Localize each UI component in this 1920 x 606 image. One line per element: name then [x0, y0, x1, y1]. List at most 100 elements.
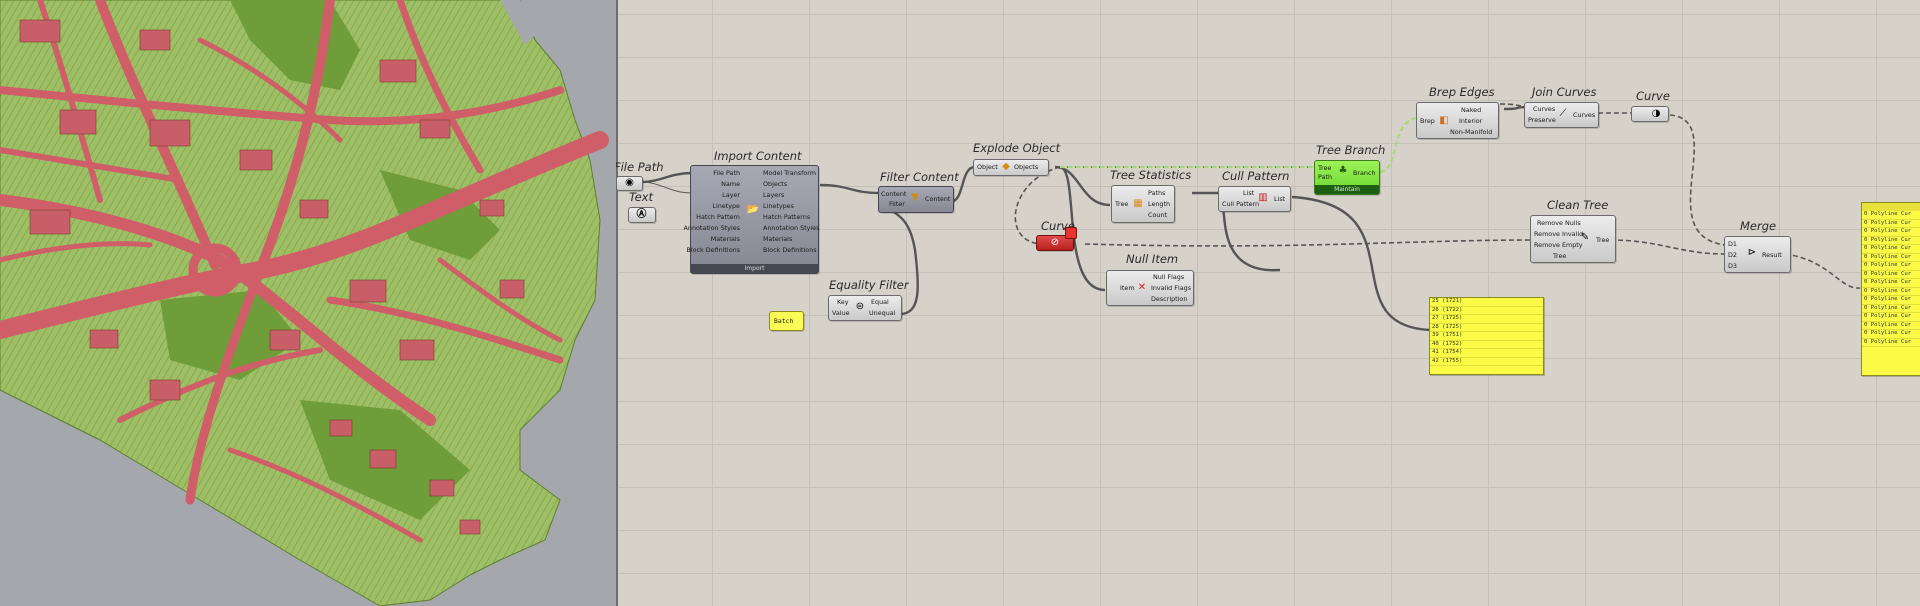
output-label: Non-Manifold: [1450, 128, 1493, 136]
input-label: D3: [1728, 262, 1737, 270]
input-label: D2: [1728, 251, 1737, 259]
output-label: Layers: [763, 191, 785, 199]
output-label: Description: [1151, 295, 1188, 303]
panel-line: 0 Polyline Cur: [1862, 296, 1920, 305]
explode-object-title: Explode Object: [973, 141, 1061, 155]
join-curves-component[interactable]: Curves Preserve ⟋ Curves: [1524, 102, 1599, 128]
panel-line: 42 (1755): [1430, 358, 1543, 366]
panel-line: 0 Polyline Cur: [1862, 271, 1920, 279]
merge-component[interactable]: D1 D2 D3 ⊳ Result: [1724, 236, 1791, 273]
number-panel[interactable]: 25 (1721)26 (1722)27 (1725)28 (1725)39 (…: [1429, 297, 1544, 375]
clean-tree-component[interactable]: Remove Nulls Remove Invalid Remove Empty…: [1530, 215, 1616, 263]
curve-param-title: Curve: [1636, 89, 1670, 103]
wire: [1669, 114, 1726, 246]
batch-panel[interactable]: Batch: [769, 311, 804, 331]
panel-header: [1862, 203, 1920, 211]
input-label: Name: [721, 180, 740, 188]
input-label: Curves: [1533, 105, 1556, 113]
import-content-component[interactable]: File Path Name Layer Linetype Hatch Patt…: [684, 165, 819, 274]
output-label: Tree: [1596, 236, 1610, 244]
panel-line: 0 Polyline Cur: [1862, 339, 1920, 347]
number-panel-lines: 25 (1721)26 (1722)27 (1725)28 (1725)39 (…: [1430, 298, 1543, 366]
output-label: List: [1274, 195, 1286, 203]
panel-line: 0 Polyline Cur: [1862, 279, 1920, 288]
wire-selected: [1379, 116, 1419, 174]
input-label: Remove Invalid: [1534, 230, 1584, 238]
clean-icon: ✎: [1580, 232, 1590, 243]
output-label: Invalid Flags: [1151, 284, 1192, 292]
equals-icon: ⊜: [855, 301, 865, 312]
output-label: Equal: [871, 298, 889, 306]
tree-branch-footer: Maintain: [1315, 185, 1379, 194]
merge-title: Merge: [1740, 219, 1777, 233]
tree-stats-icon: ▦: [1133, 198, 1143, 209]
file-path-param[interactable]: ◉: [616, 176, 643, 191]
wire: [819, 183, 881, 195]
input-label: Hatch Pattern: [696, 213, 740, 221]
explode-object-component[interactable]: Object ◆ Objects: [973, 159, 1049, 176]
output-label: Result: [1762, 251, 1782, 259]
brep-edges-title: Brep Edges: [1429, 85, 1495, 99]
wire: [1609, 239, 1726, 255]
input-label: Preserve: [1528, 116, 1556, 124]
rhino-viewport[interactable]: [0, 0, 616, 606]
curve-param[interactable]: ◑: [1631, 106, 1669, 122]
cull-pattern-component[interactable]: List Cull Pattern ▥ List: [1218, 186, 1291, 212]
import-icon: 📂: [746, 204, 760, 215]
panel-line: 0 Polyline Cur: [1862, 254, 1920, 262]
output-label: Interior: [1459, 117, 1483, 125]
funnel-icon: ▼: [911, 192, 919, 203]
tree-statistics-title: Tree Statistics: [1110, 168, 1192, 182]
output-label: Hatch Patterns: [763, 213, 811, 221]
branch-icon: ♣: [1338, 165, 1348, 176]
null-item-component[interactable]: Item ✕ Null Flags Invalid Flags Descript…: [1106, 270, 1194, 306]
wire-layer: [641, 103, 1861, 332]
wire: [1084, 239, 1536, 247]
brep-edges-component[interactable]: Brep ◧ Naked Interior Non-Manifold: [1416, 102, 1499, 139]
panel-line: 41 (1754): [1430, 349, 1543, 358]
input-label: File Path: [713, 169, 740, 177]
input-label: Object: [977, 163, 998, 171]
wire: [641, 181, 693, 194]
input-label: Annotation Styles: [683, 224, 740, 232]
curve-param-error[interactable]: ⊘: [1036, 235, 1074, 251]
input-label: Tree: [1553, 252, 1567, 260]
error-flag-icon: [1065, 227, 1077, 239]
equality-filter-component[interactable]: Key Value ⊜ Equal Unequal: [828, 295, 902, 321]
join-icon: ⟋: [1559, 108, 1567, 119]
panel-line: 0 Polyline Cur: [1862, 322, 1920, 330]
filter-content-component[interactable]: Content Filter ▼ Content: [878, 186, 954, 213]
curve-icon: ◑: [1651, 108, 1661, 119]
wire: [641, 171, 693, 184]
output-label: Materials: [763, 235, 793, 243]
import-content-footer: Import: [691, 264, 818, 273]
input-label: Block Definitions: [686, 246, 740, 254]
output-label: Count: [1148, 211, 1167, 219]
panel-line: 25 (1721): [1430, 298, 1543, 307]
null-item-title: Null Item: [1126, 252, 1179, 266]
input-label: Item: [1120, 284, 1135, 292]
explode-icon: ◆: [1002, 161, 1010, 172]
curve-icon: ⊘: [1050, 237, 1060, 248]
panel-line: 28 (1725): [1430, 324, 1543, 332]
input-label: Content: [881, 190, 907, 198]
file-path-title: File Path: [616, 160, 664, 174]
tree-statistics-component[interactable]: Tree ▦ Paths Length Count: [1111, 185, 1175, 223]
output-label: Block Definitions: [763, 246, 817, 254]
output-label: Length: [1148, 200, 1171, 208]
tree-branch-component[interactable]: Tree Path ♣ Branch Maintain: [1314, 160, 1380, 195]
filter-content-title: Filter Content: [880, 170, 959, 184]
grasshopper-canvas[interactable]: File Path ◉ Text Ⓐ Import Content File P…: [616, 0, 1920, 606]
output-label: Null Flags: [1153, 273, 1185, 281]
panel-line: 40 (1752): [1430, 341, 1543, 349]
input-label: Materials: [710, 235, 740, 243]
text-param[interactable]: Ⓐ: [628, 207, 656, 223]
output-label: Linetypes: [763, 202, 794, 210]
panel-line: 26 (1722): [1430, 307, 1543, 315]
output-label: Content: [925, 195, 951, 203]
panel-line: 0 Polyline Cur: [1862, 228, 1920, 237]
tree-branch-title: Tree Branch: [1316, 143, 1386, 157]
output-label: Naked: [1461, 106, 1482, 114]
input-label: Path: [1318, 173, 1333, 181]
